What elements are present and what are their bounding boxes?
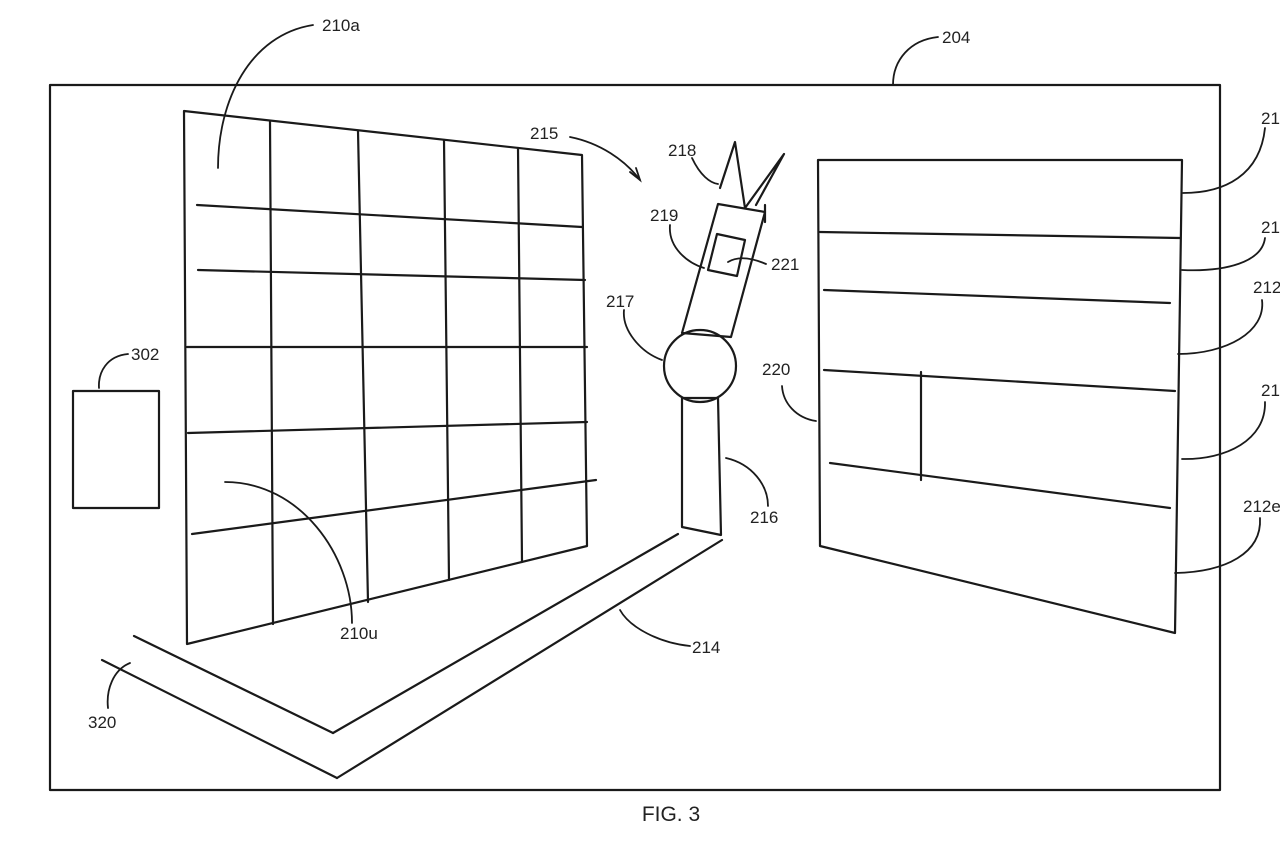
label-212-5: 212e — [1243, 497, 1280, 516]
label-218: 218 — [668, 141, 696, 160]
label-215: 215 — [530, 124, 558, 143]
label-220: 220 — [762, 360, 790, 379]
label-212-2: 21 — [1261, 218, 1280, 237]
label-221: 221 — [771, 255, 799, 274]
label-212-1: 21 — [1261, 109, 1280, 128]
leader-lines — [98, 24, 1266, 709]
label-302: 302 — [131, 345, 159, 364]
label-210a: 210a — [322, 16, 360, 35]
device-302 — [71, 389, 161, 510]
label-212-3: 212 — [1253, 278, 1280, 297]
figure-caption: FIG. 3 — [642, 803, 700, 826]
enclosure-204 — [48, 83, 1222, 792]
robot-215 — [662, 140, 786, 537]
label-320: 320 — [88, 713, 116, 732]
label-212-4: 21 — [1261, 381, 1280, 400]
label-210u: 210u — [340, 624, 378, 643]
label-204: 204 — [942, 28, 970, 47]
label-216: 216 — [750, 508, 778, 527]
label-219: 219 — [650, 206, 678, 225]
reference-labels: 210a 204 215 218 219 221 217 220 216 302… — [88, 16, 1280, 732]
grid-panel-210 — [182, 109, 598, 646]
label-214: 214 — [692, 638, 720, 657]
label-217: 217 — [606, 292, 634, 311]
track-214 — [100, 532, 724, 780]
shelf-panel-212 — [816, 158, 1184, 635]
